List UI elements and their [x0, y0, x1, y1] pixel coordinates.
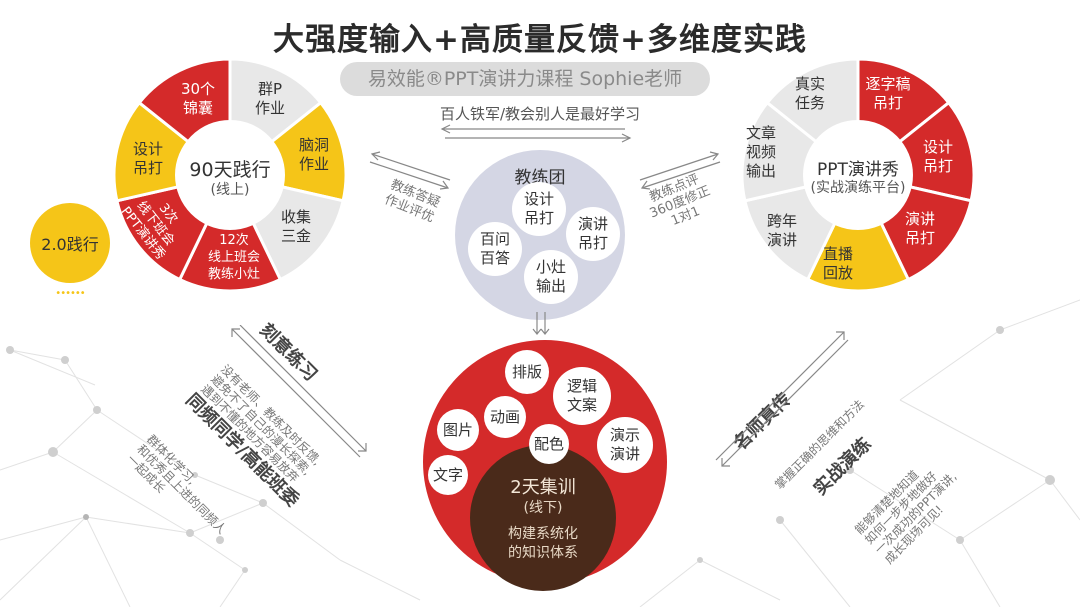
training-bubble-presentation[interactable]: 演示 演讲 — [597, 417, 653, 473]
right-seg-label-2: 演讲 吊打 — [904, 210, 935, 247]
coach-bubble-design[interactable]: 设计 吊打 — [512, 182, 566, 236]
training-bubble-animation[interactable]: 动画 — [484, 396, 526, 438]
page-title: 大强度输入+高质量反馈+多维度实践 — [273, 22, 807, 58]
course-subtitle-pill: 易效能®PPT演讲力课程 Sophie老师 — [340, 62, 710, 96]
left-diagonal-double-arrow-icon — [231, 325, 367, 458]
coach-bubble-output[interactable]: 小灶 输出 — [524, 250, 578, 304]
training-bubble-logic[interactable]: 逻辑 文案 — [553, 367, 611, 425]
left-donut-center-title: 90天践行 — [189, 159, 271, 181]
right-seg-label-1: 设计 吊打 — [922, 138, 953, 175]
training-bubble-text[interactable]: 文字 — [428, 455, 468, 495]
right-seg-label-0: 逐字稿 吊打 — [865, 75, 911, 112]
down-arrow-icon — [532, 312, 550, 335]
coach-bubble-qa[interactable]: 百问 百答 — [468, 222, 522, 276]
training-bubble-layout[interactable]: 排版 — [505, 350, 549, 394]
right-seg-label-6: 真实 任务 — [794, 75, 825, 112]
left-seg-label-3: 收集 三金 — [280, 208, 311, 245]
right-double-arrow-icon — [639, 151, 721, 190]
left-seg-label-6: 设计 吊打 — [132, 140, 163, 177]
left-seg-label-2: 脑洞 作业 — [298, 136, 329, 173]
right-donut-chart — [740, 57, 976, 293]
training-center-desc: 构建系统化 的知识体系 — [508, 526, 578, 561]
left-seg-label-0: 30个 锦囊 — [180, 80, 216, 117]
right-seg-label-3: 直播 回放 — [822, 245, 853, 282]
training-bubble-color[interactable]: 配色 — [529, 424, 569, 464]
training-bubble-images[interactable]: 图片 — [437, 409, 479, 451]
left-double-arrow-icon — [369, 151, 451, 190]
right-seg-label-5: 文章 视频 输出 — [745, 124, 776, 180]
left-donut-center-sub: (线上) — [210, 182, 250, 198]
more-dots: •••••• — [55, 288, 85, 299]
real-practice-heading: 实战演练 — [809, 433, 876, 500]
top-double-arrow-icon — [440, 124, 632, 143]
training-core-circle — [470, 445, 616, 591]
coach-group-title: 教练团 — [514, 168, 566, 188]
training-center-title: 2天集训 — [510, 477, 576, 498]
practice-2-badge[interactable]: 2.0践行 — [30, 203, 110, 283]
right-diagonal-double-arrow-icon — [715, 331, 849, 467]
right-seg-label-4: 跨年 演讲 — [766, 212, 797, 249]
left-seg-label-4: 12次 线上班会 教练小灶 — [207, 233, 260, 282]
right-donut-center-title: PPT演讲秀 — [817, 160, 899, 180]
right-donut-center-sub: (实战演练平台) — [810, 180, 906, 196]
training-center-sub: (线下) — [523, 500, 563, 516]
top-arrow-caption: 百人铁军/教会别人是最好学习 — [439, 105, 641, 123]
coach-bubble-speech[interactable]: 演讲 吊打 — [566, 207, 620, 261]
left-seg-label-1: 群P 作业 — [254, 80, 285, 117]
left-donut-chart — [112, 57, 348, 293]
